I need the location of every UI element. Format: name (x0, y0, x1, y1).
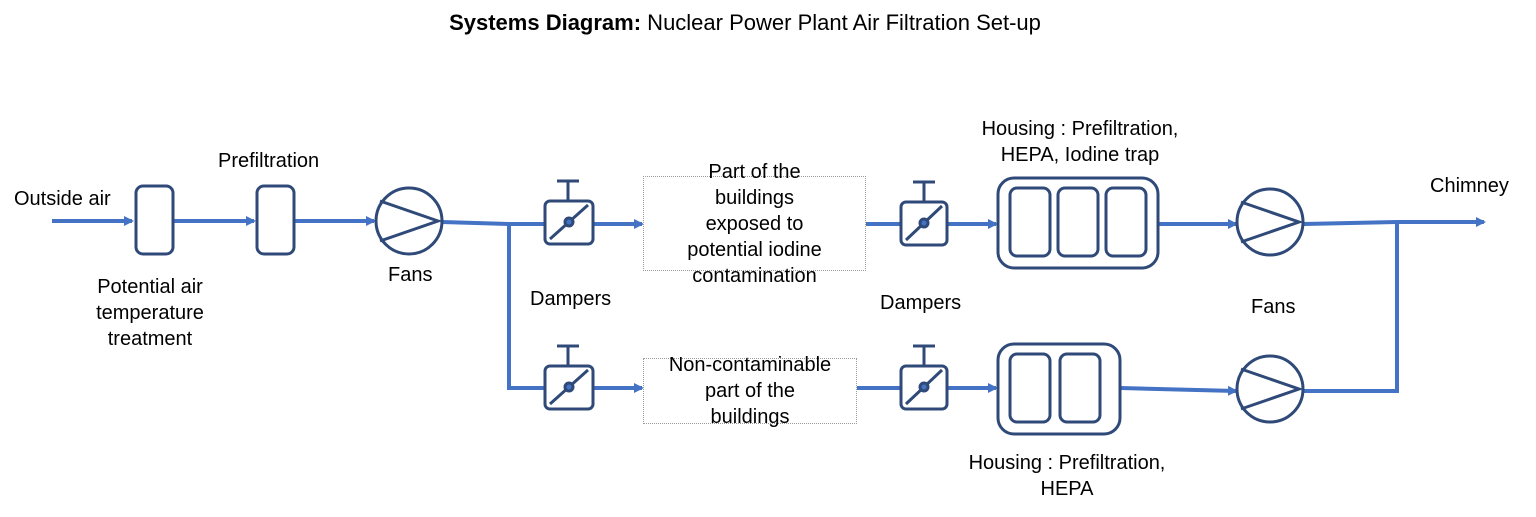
damper-icon-bottom-left (543, 344, 595, 411)
label-housing-top: Housing : Prefiltration, HEPA, Iodine tr… (981, 118, 1179, 166)
label-fans-right: Fans (1251, 296, 1296, 318)
label-outside-air: Outside air (14, 188, 111, 210)
label-prefiltration: Prefiltration (218, 150, 320, 172)
damper-icon-top-left (543, 179, 595, 246)
pipe-bottom-housing-to-fan (1119, 385, 1238, 396)
prefilter-unit (255, 184, 296, 256)
title-bold: Systems Diagram: (449, 10, 642, 35)
title-rest: Nuclear Power Plant Air Filtration Set-u… (641, 10, 1041, 35)
fan-icon-left (374, 186, 444, 256)
damper-icon-top-right (899, 180, 949, 247)
label-dampers-right: Dampers (880, 292, 962, 314)
damper-icon-bottom-right (899, 344, 949, 411)
housing-top (996, 176, 1160, 270)
equipment (134, 176, 1305, 436)
label-housing-bottom: Housing : Prefiltration, HEPA (968, 452, 1166, 500)
pipe-top-fan-out (1303, 220, 1398, 226)
box-contaminated-buildings: Part of the buildings exposed to potenti… (643, 161, 866, 287)
housing-bottom (996, 342, 1122, 436)
label-fans-left: Fans (388, 264, 433, 286)
box-non-contaminable-buildings: Non-contaminable part of the buildings (643, 354, 857, 428)
label-chimney: Chimney (1430, 175, 1509, 197)
fan-icon-top-right (1235, 187, 1305, 257)
pipe-fan-to-split (441, 220, 510, 226)
pipes (52, 216, 1486, 396)
diagram-title: Systems Diagram: Nuclear Power Plant Air… (0, 10, 1490, 36)
fan-icon-bottom-right (1235, 354, 1305, 424)
treatment-unit (134, 184, 175, 256)
label-dampers-left: Dampers (530, 288, 612, 310)
label-potential-treatment: Potential air temperature treatment (96, 276, 204, 350)
